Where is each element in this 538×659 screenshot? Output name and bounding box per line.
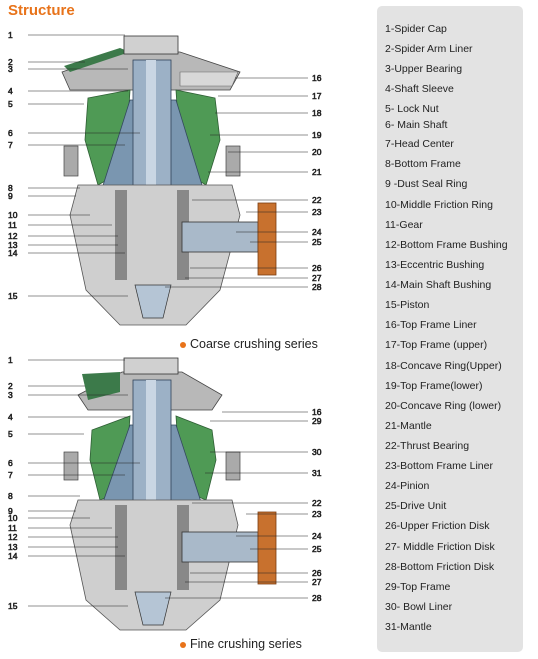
callout-number: 7	[8, 140, 13, 150]
callout-number: 9	[8, 506, 13, 516]
callout-number: 24	[312, 227, 322, 237]
callout-number: 30	[312, 447, 322, 457]
caption-coarse: Coarse crushing series	[180, 337, 318, 351]
callout-number: 11	[8, 220, 17, 230]
callout-number: 2	[8, 57, 13, 67]
callout-number: 10	[8, 210, 18, 220]
legend-item: 10-Middle Friction Ring	[385, 199, 493, 211]
legend-panel: 1-Spider Cap 2-Spider Arm Liner 3-Upper …	[377, 6, 523, 652]
coarse-crusher-diagram	[61, 35, 277, 326]
legend-item: 27- Middle Friction Disk	[385, 541, 495, 553]
legend-item: 8-Bottom Frame	[385, 158, 461, 170]
legend-item: 24-Pinion	[385, 480, 430, 492]
callout-number: 20	[312, 147, 322, 157]
legend-item: 13-Eccentric Bushing	[385, 259, 485, 271]
caption-coarse-text: Coarse crushing series	[190, 337, 318, 351]
callout-number: 31	[312, 468, 322, 478]
legend-item: 31-Mantle	[385, 621, 432, 633]
callout-number: 11	[8, 523, 17, 533]
callout-number: 10	[8, 513, 18, 523]
callout-number: 1	[8, 355, 13, 365]
callout-number: 4	[8, 412, 13, 422]
legend-item: 1-Spider Cap	[385, 23, 447, 35]
callout-number: 14	[8, 248, 18, 258]
legend-item: 4-Shaft Sleeve	[385, 83, 454, 95]
callout-number: 5	[8, 429, 13, 439]
legend-item: 17-Top Frame (upper)	[385, 339, 488, 351]
legend-item: 6- Main Shaft	[385, 119, 448, 131]
legend-item: 14-Main Shaft Bushing	[385, 279, 492, 291]
legend-item: 20-Concave Ring (lower)	[385, 400, 502, 412]
legend-item: 21-Mantle	[385, 420, 432, 432]
callout-number: 8	[8, 491, 13, 501]
callout-number: 23	[312, 509, 322, 519]
callout-number: 2	[8, 381, 13, 391]
legend-item: 11-Gear	[385, 219, 423, 231]
callout-number: 4	[8, 86, 13, 96]
callout-number: 13	[8, 542, 18, 552]
legend-item: 28-Bottom Friction Disk	[385, 561, 495, 573]
callout-number: 27	[312, 273, 322, 283]
callout-number: 17	[312, 91, 322, 101]
callout-number: 12	[8, 532, 18, 542]
legend-item: 9 -Dust Seal Ring	[385, 178, 468, 190]
callout-number: 15	[8, 601, 18, 611]
callout-number: 23	[312, 207, 322, 217]
callout-number: 22	[312, 498, 322, 508]
callout-number: 9	[8, 191, 13, 201]
legend-item: 15-Piston	[385, 299, 430, 311]
legend-item: 16-Top Frame Liner	[385, 319, 477, 331]
callout-number: 28	[312, 282, 322, 292]
callout-number: 18	[312, 108, 322, 118]
bullet-icon	[180, 641, 186, 648]
legend-item: 22-Thrust Bearing	[385, 440, 470, 452]
callout-number: 16	[312, 407, 322, 417]
callout-number: 3	[8, 390, 13, 400]
callout-number: 22	[312, 195, 322, 205]
callout-number: 16	[312, 73, 322, 83]
legend-item: 5- Lock Nut	[385, 103, 439, 115]
legend-item: 25-Drive Unit	[385, 500, 447, 512]
callout-number: 13	[8, 240, 18, 250]
caption-fine-text: Fine crushing series	[190, 637, 302, 651]
legend-item: 7-Head Center	[385, 138, 454, 150]
bullet-icon	[180, 341, 186, 348]
callout-number: 28	[312, 593, 322, 603]
callout-number: 12	[8, 231, 18, 241]
callout-number: 15	[8, 291, 18, 301]
callout-number: 26	[312, 568, 322, 578]
legend-item: 23-Bottom Frame Liner	[385, 460, 493, 472]
fine-crusher-diagram	[63, 357, 277, 631]
callout-number: 27	[312, 577, 322, 587]
legend-item: 2-Spider Arm Liner	[385, 43, 473, 55]
callout-number: 8	[8, 183, 13, 193]
legend-item: 30- Bowl Liner	[385, 601, 453, 613]
callout-number: 14	[8, 551, 18, 561]
callout-number: 25	[312, 237, 322, 247]
callout-number: 29	[312, 416, 322, 426]
callout-number: 26	[312, 263, 322, 273]
callout-number: 7	[8, 470, 13, 480]
callout-number: 21	[312, 167, 322, 177]
legend-item: 3-Upper Bearing	[385, 63, 463, 75]
callout-number: 6	[8, 458, 13, 468]
legend-item: 26-Upper Friction Disk	[385, 520, 490, 532]
legend-item: 12-Bottom Frame Bushing	[385, 239, 508, 251]
callout-number: 1	[8, 30, 13, 40]
callout-number: 6	[8, 128, 13, 138]
callout-number: 5	[8, 99, 13, 109]
callout-number: 19	[312, 130, 322, 140]
legend-item: 29-Top Frame	[385, 581, 451, 593]
callout-number: 25	[312, 544, 322, 554]
callout-number: 24	[312, 531, 322, 541]
legend-item: 19-Top Frame(lower)	[385, 380, 483, 392]
page-title: Structure	[8, 2, 75, 19]
callout-number: 3	[8, 64, 13, 74]
caption-fine: Fine crushing series	[180, 637, 302, 651]
legend-item: 18-Concave Ring(Upper)	[385, 360, 502, 372]
